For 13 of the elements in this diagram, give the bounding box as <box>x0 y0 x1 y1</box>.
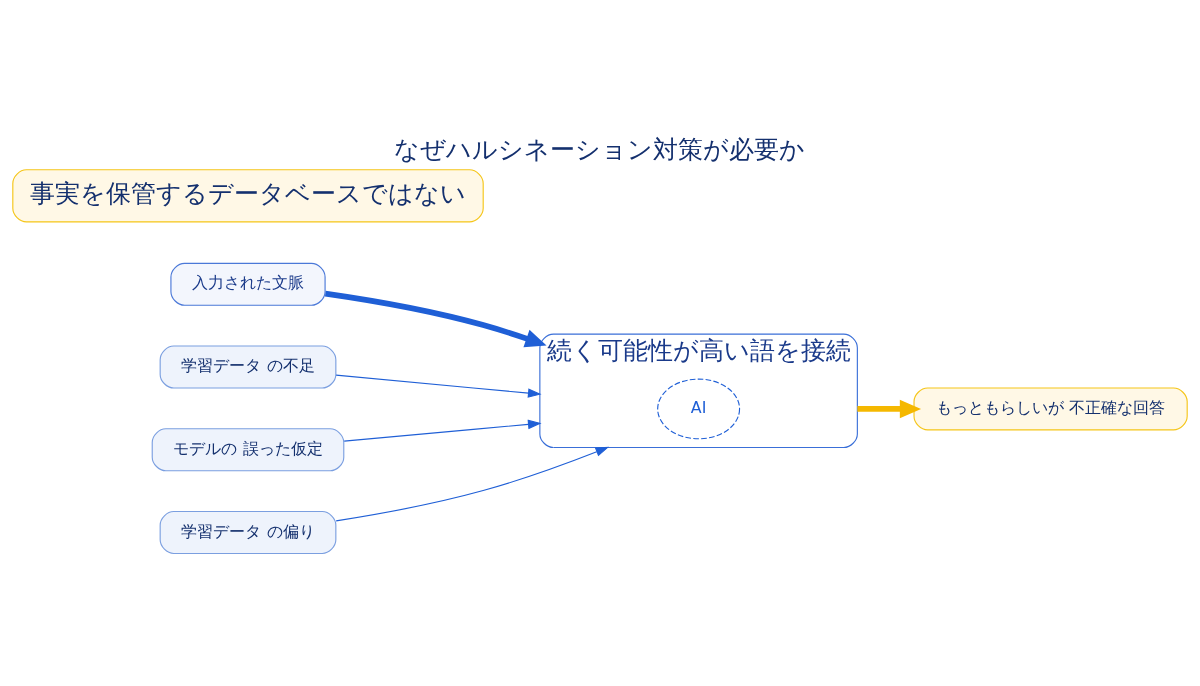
node-box: 学習データ の偏り <box>159 510 337 554</box>
arrow <box>324 290 547 347</box>
node-box: 事実を保管するデータベースではない <box>12 168 484 222</box>
node-ellipse: AI <box>657 378 741 439</box>
arrow <box>335 374 542 398</box>
arrow <box>857 399 922 418</box>
diagram-title: なぜハルシネーション対策が必要か <box>394 134 806 164</box>
node-box: 入力された文脈 <box>170 262 326 306</box>
node-box: 学習データ の不足 <box>159 345 337 389</box>
arrow <box>343 419 542 442</box>
node-box: もっともらしいが 不正確な回答 <box>913 386 1188 430</box>
arrow <box>335 446 610 521</box>
node-box: モデルの 誤った仮定 <box>151 427 345 471</box>
